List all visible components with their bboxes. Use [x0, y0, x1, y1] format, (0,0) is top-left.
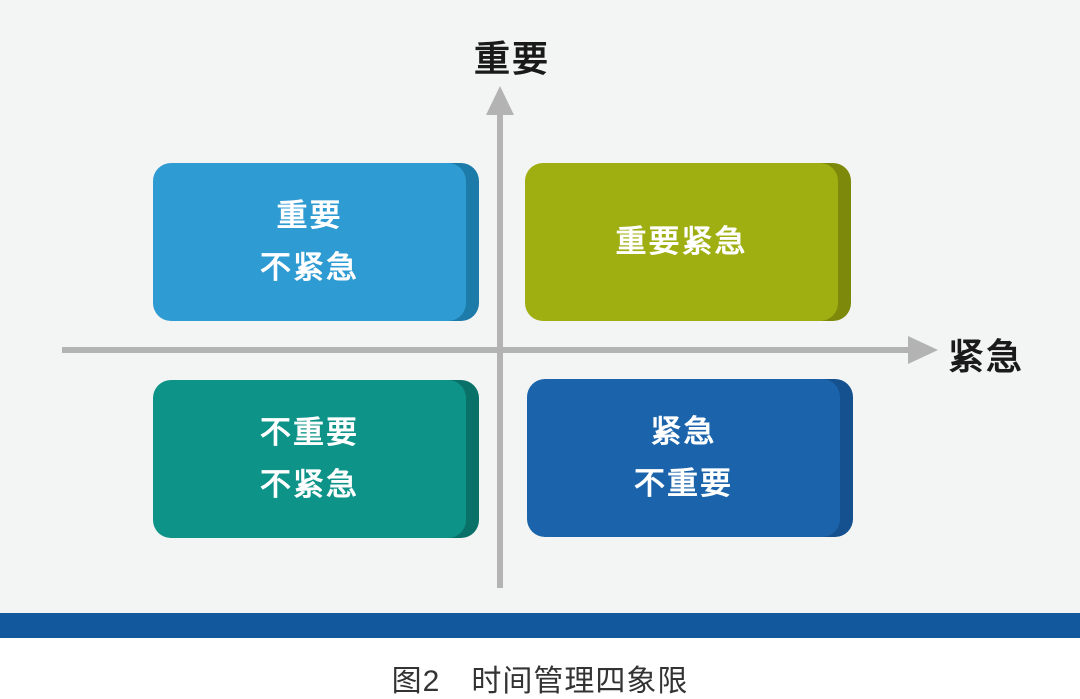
quadrant-important-urgent: 重要紧急 — [525, 163, 838, 321]
quadrant-label-line: 不重要 — [634, 466, 733, 501]
x-axis-line — [62, 347, 908, 353]
x-axis-label: 紧急 — [948, 336, 1025, 377]
quadrant-label-line: 紧急 — [650, 413, 717, 449]
quadrant-diagram: 重要 紧急 重要 不紧急 重要紧急 不重要 不紧急 紧急 不重要 — [0, 0, 1080, 613]
quadrant-label-line: 不重要 — [260, 414, 359, 450]
quadrant-not-important-not-urgent: 不重要 不紧急 — [153, 380, 466, 538]
axes — [62, 86, 938, 588]
y-axis-label: 重要 — [473, 38, 550, 79]
quadrant-label-line: 重要 — [276, 197, 343, 233]
quadrant-label-line: 不紧急 — [260, 467, 359, 502]
quadrant-urgent-not-important: 紧急 不重要 — [527, 379, 840, 537]
quadrant-label-line: 不紧急 — [260, 250, 359, 285]
divider-bar — [0, 613, 1080, 638]
x-axis-arrowhead-icon — [908, 336, 938, 364]
quadrant-important-not-urgent: 重要 不紧急 — [153, 163, 466, 321]
figure-caption: 图2 时间管理四象限 — [391, 665, 689, 698]
quadrant-label-line: 重要紧急 — [615, 223, 748, 259]
y-axis-arrowhead-icon — [486, 86, 514, 115]
